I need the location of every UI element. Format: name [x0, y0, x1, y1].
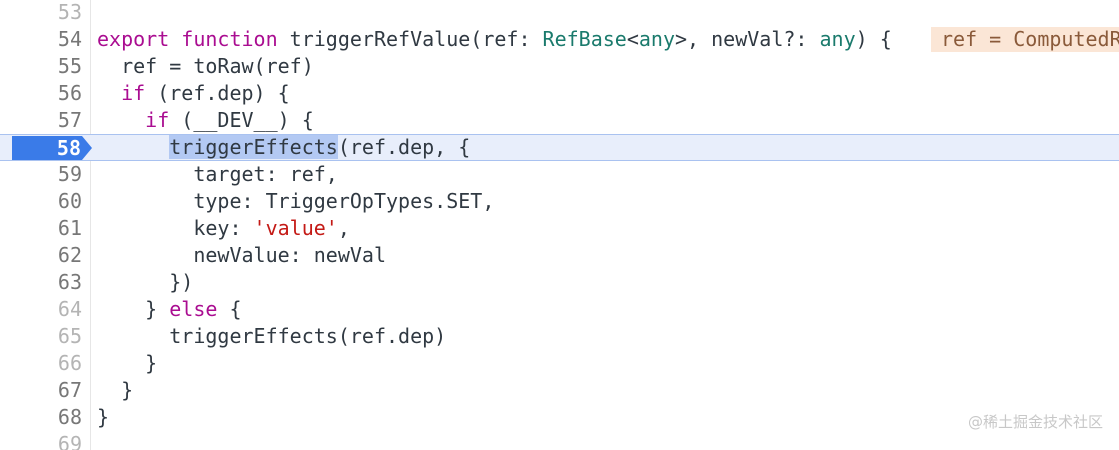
line-number[interactable]: 55: [57, 54, 82, 78]
line-number[interactable]: 69: [57, 432, 82, 450]
code-line: 61 key: 'value',: [0, 215, 1119, 242]
breakpoint-marker[interactable]: 58: [12, 136, 82, 160]
code-text: }): [97, 270, 194, 294]
line-number[interactable]: 63: [57, 270, 82, 294]
code-line: 56 if (ref.dep) {: [0, 80, 1119, 107]
keyword: export: [97, 27, 170, 51]
code-line: 68 }: [0, 404, 1119, 431]
code-token: >, newVal?:: [675, 27, 820, 51]
string-token: 'value': [253, 216, 338, 240]
type-token: any: [638, 27, 675, 51]
watermark: @稀土掘金技术社区: [967, 413, 1103, 431]
code-text: }: [97, 405, 110, 429]
code-line: 65 triggerEffects(ref.dep): [0, 323, 1119, 350]
line-number[interactable]: 59: [57, 162, 82, 186]
code-text: export function triggerRefValue(ref: Ref…: [97, 26, 892, 53]
code-text: triggerEffects(ref.dep): [97, 324, 447, 348]
code-text: }: [97, 351, 158, 375]
code-token: (ref.dep) {: [145, 81, 290, 105]
line-number[interactable]: 56: [57, 81, 82, 105]
code-token: triggerRefValue(ref:: [277, 27, 543, 51]
code-text: ref = toRaw(ref): [97, 54, 314, 78]
line-number[interactable]: 57: [57, 108, 82, 132]
code-token: <: [626, 27, 639, 51]
type-token: any: [819, 27, 856, 51]
code-token: (ref.dep, {: [337, 135, 471, 159]
code-text: if (ref.dep) {: [97, 80, 290, 107]
inline-value-preview[interactable]: ref = ComputedRefImpl: [931, 27, 1119, 52]
active-code-line: 58 triggerEffects(ref.dep, {: [0, 134, 1119, 161]
code-line: 57 if (__DEV__) {: [0, 107, 1119, 134]
line-number: 58: [56, 136, 81, 160]
code-text: target: ref,: [97, 162, 338, 186]
line-number[interactable]: 61: [57, 216, 82, 240]
type-token: RefBase: [542, 27, 627, 51]
code-token: (__DEV__) {: [169, 108, 314, 132]
current-call-highlight: triggerEffects: [169, 135, 338, 159]
code-line: 66 }: [0, 350, 1119, 377]
line-number[interactable]: 64: [57, 297, 82, 321]
code-line: 53: [0, 0, 1119, 26]
line-number[interactable]: 66: [57, 351, 82, 375]
code-token: {: [217, 297, 242, 321]
code-token: ,: [337, 216, 350, 240]
code-line: 62 newValue: newVal: [0, 242, 1119, 269]
keyword: if: [121, 81, 146, 105]
line-number[interactable]: 67: [57, 378, 82, 402]
code-line: 59 target: ref,: [0, 161, 1119, 188]
code-text: newValue: newVal: [97, 243, 386, 267]
code-text: key: 'value',: [97, 215, 350, 242]
gutter-divider: [90, 0, 91, 450]
keyword: else: [169, 297, 218, 321]
code-line: 63 }): [0, 269, 1119, 296]
code-line: 60 type: TriggerOpTypes.SET,: [0, 188, 1119, 215]
code-text: if (__DEV__) {: [97, 107, 314, 134]
code-line: 64 } else {: [0, 296, 1119, 323]
code-line: 69: [0, 431, 1119, 450]
code-token: }: [97, 297, 170, 321]
code-text: } else {: [97, 296, 242, 323]
line-number[interactable]: 68: [57, 405, 82, 429]
code-text: triggerEffects(ref.dep, {: [97, 134, 470, 161]
code-line: 54 export function triggerRefValue(ref: …: [0, 26, 1119, 53]
code-token: ) {: [855, 27, 892, 51]
breakpoint-arrow-icon: [82, 136, 92, 160]
code-line: 67 }: [0, 377, 1119, 404]
line-number[interactable]: 60: [57, 189, 82, 213]
line-number[interactable]: 65: [57, 324, 82, 348]
line-number[interactable]: 62: [57, 243, 82, 267]
code-token: key:: [97, 216, 254, 240]
code-text: type: TriggerOpTypes.SET,: [97, 189, 495, 213]
code-line: 55 ref = toRaw(ref): [0, 53, 1119, 80]
keyword: function: [181, 27, 278, 51]
keyword: if: [145, 108, 170, 132]
line-number[interactable]: 53: [57, 0, 82, 24]
code-text: }: [97, 378, 134, 402]
line-number[interactable]: 54: [57, 27, 82, 51]
